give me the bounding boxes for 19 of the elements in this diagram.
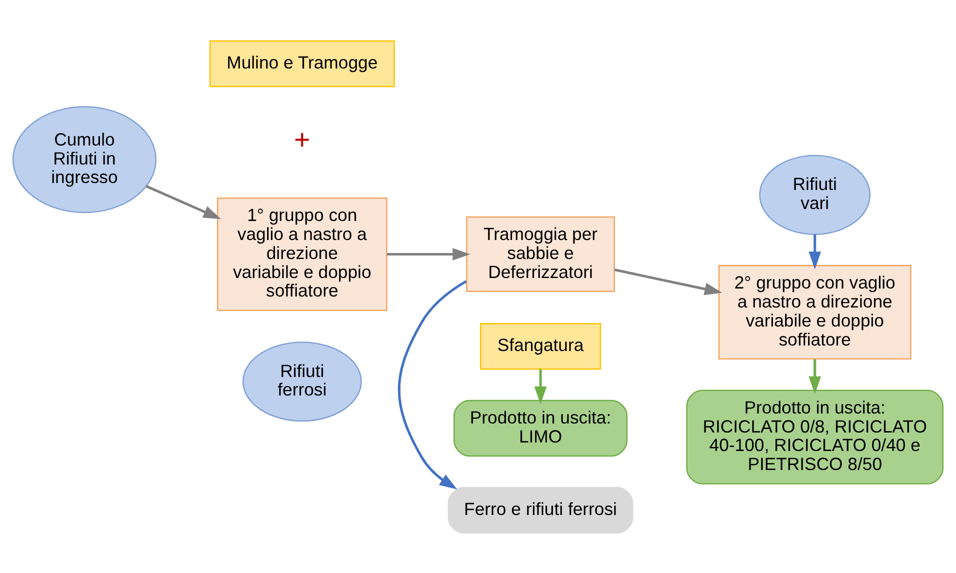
arrow xyxy=(398,280,467,489)
arrow xyxy=(614,268,722,295)
node-box: Ferro e rifiuti ferrosi xyxy=(448,486,634,534)
node-box: Tramoggia per sabbie e Deferrizzatori xyxy=(466,216,615,292)
node-box: 2° gruppo con vaglio a nastro a direzione variabile e doppio soffiatore xyxy=(718,264,912,360)
node-ellipse: Rifiuti vari xyxy=(759,154,871,234)
node-box: Prodotto in uscita: RICICLATO 0/8, RICICLATO 40-100, RICICLATO 0/40 e PIETRISCO 8/50 xyxy=(686,389,944,484)
node-box: Mulino e Tramogge xyxy=(209,40,395,87)
arrow xyxy=(534,368,547,404)
node-ellipse: Rifiuti ferrosi xyxy=(242,341,362,422)
node-box: Sfangatura xyxy=(480,322,602,370)
label: + xyxy=(294,124,310,155)
arrow xyxy=(146,184,222,219)
arrow xyxy=(808,358,822,394)
arrow xyxy=(386,248,470,260)
node-box: Prodotto in uscita: LIMO xyxy=(454,399,628,456)
arrow xyxy=(808,234,822,269)
node-box: 1° gruppo con vaglio a nastro a direzione variabile e doppio soffiatore xyxy=(217,196,388,310)
node-ellipse: Cumulo Rifiuti in ingresso xyxy=(12,106,157,213)
